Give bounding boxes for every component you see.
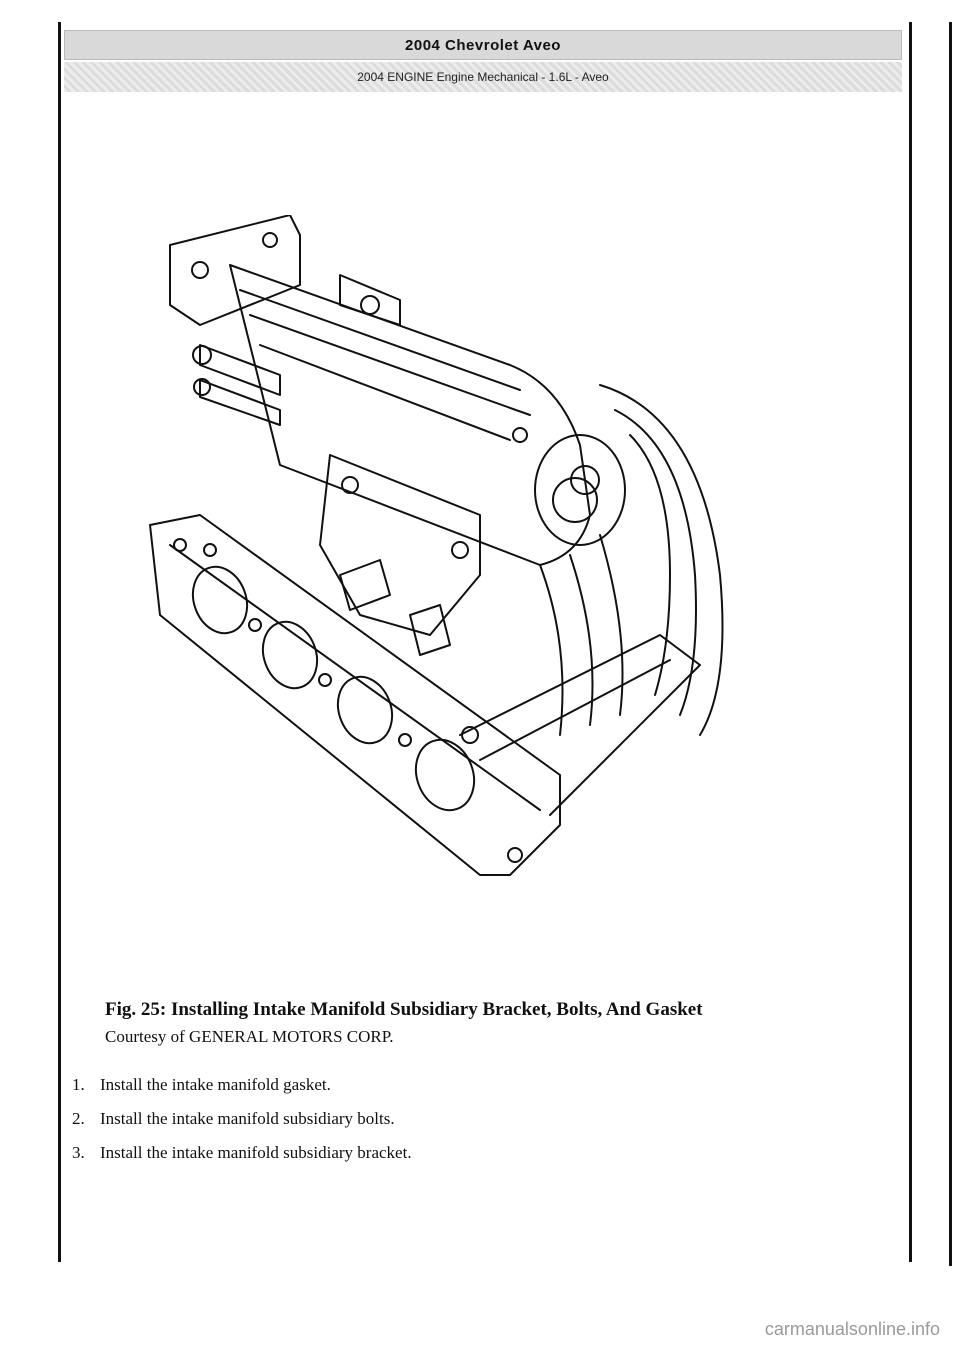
step-text: Install the intake manifold subsidiary b… — [100, 1109, 395, 1128]
step-number: 2. — [72, 1109, 85, 1128]
list-item: 1. Install the intake manifold gasket. — [72, 1068, 832, 1102]
page-edge-rule — [949, 22, 952, 1266]
watermark: carmanualsonline.info — [764, 1319, 940, 1339]
document-header: 2004 Chevrolet Aveo 2004 ENGINE Engine M… — [64, 30, 902, 92]
step-text: Install the intake manifold gasket. — [100, 1075, 331, 1094]
caption-title: Fig. 25: Installing Intake Manifold Subs… — [105, 999, 703, 1020]
intake-manifold-illustration — [149, 215, 724, 876]
step-number: 3. — [72, 1143, 85, 1162]
header-title: 2004 Chevrolet Aveo — [64, 30, 902, 60]
step-text: Install the intake manifold subsidiary b… — [100, 1143, 412, 1162]
step-number: 1. — [72, 1075, 85, 1094]
procedure-steps: 1. Install the intake manifold gasket. 2… — [72, 1068, 832, 1170]
figure-caption: Fig. 25: Installing Intake Manifold Subs… — [105, 998, 865, 1048]
header-subtitle: 2004 ENGINE Engine Mechanical - 1.6L - A… — [64, 62, 902, 92]
page-frame — [58, 22, 912, 1262]
caption-credit: Courtesy of GENERAL MOTORS CORP. — [105, 1027, 394, 1046]
list-item: 3. Install the intake manifold subsidiar… — [72, 1136, 832, 1170]
list-item: 2. Install the intake manifold subsidiar… — [72, 1102, 832, 1136]
